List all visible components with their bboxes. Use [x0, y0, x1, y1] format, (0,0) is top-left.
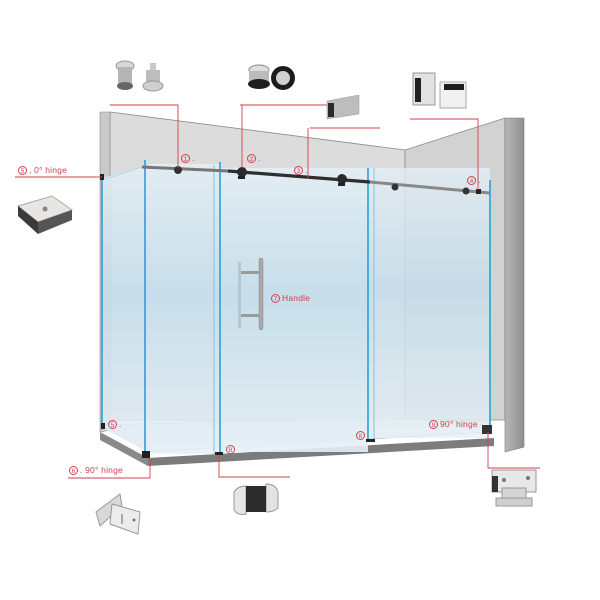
part-end-stopper-clamps [410, 70, 470, 110]
callout-number: 4 [467, 176, 476, 186]
hinge-icon [95, 493, 141, 535]
callout-text: . 90° hinge [80, 465, 123, 475]
callout-number: 8 [226, 445, 235, 455]
callout-8-floor-guide-right: 8 [356, 430, 367, 441]
part-roller-wheels-black [245, 62, 305, 96]
connector-tube-icon [326, 95, 360, 120]
glass-panels [101, 160, 491, 455]
callout-1: 1. [181, 153, 195, 164]
callout-number: 5 [108, 420, 117, 430]
part-roller-wheels-silver [113, 58, 173, 98]
callout-8-floor-guide-left: 8 [226, 444, 237, 455]
callout-text: . [478, 175, 481, 185]
glass-clamp-icon [16, 195, 74, 234]
part-rail-connector-tube [325, 95, 365, 121]
callout-number: 5 [18, 166, 27, 176]
end-stopper-icon [412, 72, 467, 109]
callout-4: 4. [467, 175, 481, 186]
callout-number: 3 [294, 166, 303, 176]
callout-5-0-degree-hinge: 5, 0° hinge [18, 165, 68, 176]
callout-5: 5. [108, 419, 122, 430]
door-handle [238, 257, 264, 331]
callout-lines [15, 104, 540, 479]
callout-number: 8 [356, 431, 365, 441]
part-glass-clamp-0-degree [14, 192, 74, 238]
hinge-right-icon [491, 469, 537, 507]
callout-number: 2 [247, 154, 256, 164]
callout-number: 1 [181, 154, 190, 164]
part-hinge-90-degree-left [92, 490, 142, 538]
callout-text: . [192, 153, 195, 163]
callout-text: Handle [282, 293, 311, 303]
callout-text: . [258, 153, 261, 163]
sliding-rail [100, 165, 491, 195]
callout-text: . [119, 419, 122, 429]
callout-number: 7 [271, 294, 280, 304]
bottom-fittings [101, 423, 492, 458]
floor-guide-icon [233, 483, 279, 515]
callout-2: 2. [247, 153, 261, 164]
callout-3: 3. [294, 165, 308, 176]
roller-wheel-icon [115, 60, 164, 92]
callout-number: 6 [69, 466, 78, 476]
callout-text: . [305, 165, 308, 175]
callout-text: , 0° hinge [29, 165, 68, 175]
part-floor-guide [230, 480, 282, 520]
part-hinge-90-degree-right [488, 466, 540, 510]
callout-number: 9 [429, 420, 438, 430]
roller-wheel-black-icon [248, 64, 295, 90]
callout-6-90-degree-hinge: 6. 90° hinge [69, 465, 123, 476]
callout-text: 90° hinge [440, 419, 478, 429]
